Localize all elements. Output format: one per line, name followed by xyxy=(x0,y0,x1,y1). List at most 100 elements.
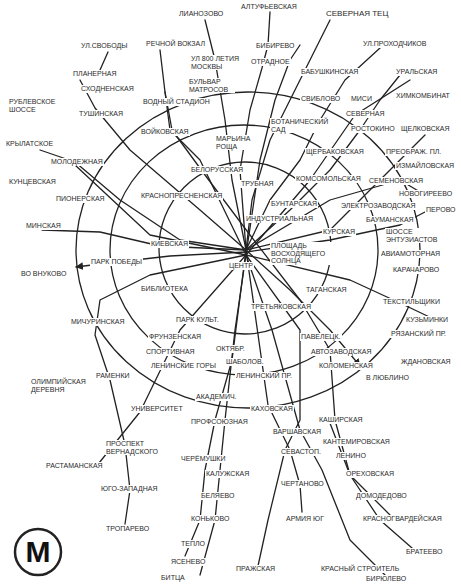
station-label: КИЕВСКАЯ xyxy=(150,240,189,248)
station-label: БИТЦА xyxy=(160,574,186,582)
station-label: ОРЕХОВСКАЯ xyxy=(345,470,395,478)
station-label: ПЛАНЕРНАЯ xyxy=(72,70,117,78)
station-label: РОСТОКИНО xyxy=(350,125,396,133)
station-label: МАРЬИНА РОЩА xyxy=(215,135,257,150)
station-label: ЦЕНТР xyxy=(228,262,254,270)
line xyxy=(95,255,246,524)
station-label: ПАРК КУЛЬТ. xyxy=(175,316,220,324)
station-label: ПИОНЕРСКАЯ xyxy=(55,195,106,203)
station-label: МИНСКАЯ xyxy=(25,222,62,230)
station-label: КУНЦЕВСКАЯ xyxy=(8,178,57,186)
station-label: ЯСЕНЕВО xyxy=(170,558,206,566)
station-label: ТРЕТЬЯКОВСКАЯ xyxy=(250,303,312,311)
station-label: КРАСНОГВАРДЕЙСКАЯ xyxy=(362,515,443,523)
station-label: ПЕРОВО xyxy=(425,206,457,214)
station-label: СЕВЕРНАЯ xyxy=(345,110,386,118)
line xyxy=(246,75,400,250)
station-label: СХОДНЕНСКАЯ xyxy=(80,85,135,93)
station-label: МИСИ xyxy=(350,95,373,103)
station-label: УНИВЕРСИТЕТ xyxy=(130,405,184,413)
line xyxy=(160,50,412,548)
station-label: СЕВАСТОП. xyxy=(280,448,322,456)
station-label: ЖДАНОВСКАЯ xyxy=(400,358,452,366)
station-label: МИЧУРИНСКАЯ xyxy=(70,318,126,326)
station-label: СЕВЕРНАЯ ТЕЦ xyxy=(325,10,389,19)
line xyxy=(246,48,380,250)
station-label: ПЛОЩАДЬ ВОСХОДЯЩЕГО СОЛНЦА xyxy=(270,242,347,265)
station-label: ШАБОЛОВ. xyxy=(225,358,265,366)
station-label: ОТРАДНОЕ xyxy=(250,58,291,66)
station-label: ВОДНЫЙ СТАДИОН xyxy=(142,98,211,106)
station-label: КОНЬКОВО xyxy=(190,515,230,523)
station-label: РЯЗАНСКИЙ ПР. xyxy=(390,330,447,338)
station-label: АРМИЯ ЮГ xyxy=(285,515,325,523)
station-label: ЛЕНИНО xyxy=(335,452,367,460)
station-label: КАЛУЖСКАЯ xyxy=(205,470,250,478)
station-label: ПАВЕЛЕЦК. xyxy=(300,333,342,341)
station-label: ВАРШАВСКАЯ xyxy=(272,428,322,436)
station-label: КРАСНОПРЕСНЕНСКАЯ xyxy=(140,192,223,200)
station-label: ОЛИМПИЙСКАЯ ДЕРЕВНЯ xyxy=(30,378,90,393)
station-label: АКАДЕМИЧ. xyxy=(195,393,238,401)
station-label: БЕЛЯЕВО xyxy=(200,492,235,500)
line xyxy=(40,135,425,250)
station-label: ПРЕОБРАЖ. ПЛ. xyxy=(385,148,442,156)
station-label: ДОМОДЕДОВО xyxy=(355,492,408,500)
station-label: ПАРК ПОБЕДЫ xyxy=(90,258,143,266)
station-label: КРАСНЫЙ СТРОИТЕЛЬ xyxy=(320,565,400,573)
station-label: РЕЧНОЙ ВОКЗАЛ xyxy=(145,40,206,48)
line xyxy=(328,418,395,520)
station-label: ПРОФСОЮЗНАЯ xyxy=(190,418,249,426)
station-label: БЕЛОРУССКАЯ xyxy=(190,166,244,174)
station-label: ШОССЕ ЭНТУЗИАСТОВ xyxy=(385,228,447,243)
station-label: БРАТЕЕВО xyxy=(405,548,443,556)
station-label: НОВОГИРЕЕВО xyxy=(398,190,453,198)
station-label: РАСТАМАНСКАЯ xyxy=(45,462,104,470)
line xyxy=(100,52,108,70)
station-label: КАХОВСКАЯ xyxy=(250,405,294,413)
station-label: ЭЛЕКТРОЗАВОДСКАЯ xyxy=(340,202,417,210)
station-label: БИБИРЕВО xyxy=(255,42,295,50)
station-label: УРАЛЬСКАЯ xyxy=(395,68,438,76)
station-label: ЛИАНОЗОВО xyxy=(178,10,224,18)
station-label: ТЕКСТИЛЬЩИКИ xyxy=(382,298,441,306)
station-label: СВИБЛОВО xyxy=(300,95,341,103)
station-label: ЛЕНИНСКИЕ ГОРЫ xyxy=(150,362,217,370)
station-label: БАУМАНСКАЯ xyxy=(365,216,415,224)
station-label: КУЗЬМИНКИ xyxy=(405,316,449,324)
station-label: ЩЕРБАКОВСКАЯ xyxy=(305,148,365,156)
line xyxy=(42,180,420,250)
station-label: ХИМКОМБИНАТ xyxy=(395,92,451,100)
station-label: ФРУНЗЕНСКАЯ xyxy=(148,333,202,341)
station-label: ИНДУСТРИАЛЬНАЯ xyxy=(245,215,314,223)
station-label: АЛТУФЬЕВСКАЯ xyxy=(240,3,298,11)
station-label: БИРЮЛЕВО xyxy=(365,575,407,583)
station-label: БУЛЬВАР МАТРОСОВ xyxy=(188,78,235,93)
station-label: БИБЛИОТЕКА xyxy=(140,285,189,293)
station-label: ПРОСПЕКТ ВЕРНАДСКОГО xyxy=(105,440,165,455)
station-label: КАШИРСКАЯ xyxy=(318,416,364,424)
station-label: ИЗМАЙЛОВСКАЯ xyxy=(395,162,455,170)
station-label: УЛ.ПРОХОДЧИКОВ xyxy=(362,40,427,48)
station-label: УЛ.СВОБОДЫ xyxy=(80,42,128,50)
station-label: ЧЕРЁМУШКИ xyxy=(180,455,226,463)
station-label: АВИАМОТОРНАЯ xyxy=(380,250,441,258)
station-label: СПОРТИВНАЯ xyxy=(145,348,196,356)
station-label: КАРАЧАРОВО xyxy=(392,266,440,274)
station-label: ЮГО-ЗАПАДНАЯ xyxy=(100,485,159,493)
logo-ring xyxy=(15,529,61,575)
station-label: УЛ 800 ЛЕТИЯ МОСКВЫ xyxy=(190,55,252,70)
station-label: ОКТЯБР. xyxy=(215,345,246,353)
station-label: ПРАЖСКАЯ xyxy=(235,565,276,573)
station-label: КАНТЕМИРОВСКАЯ xyxy=(322,438,391,446)
station-label: РАМЕНКИ xyxy=(95,372,131,380)
metro-logo: М xyxy=(18,532,58,572)
station-label: КУРСКАЯ xyxy=(322,228,356,236)
station-label: КРЫЛАТСКОЕ xyxy=(5,140,54,148)
station-label: ЛЕНИНСКИЙ ПР. xyxy=(235,372,293,380)
station-label: ТУШИНСКАЯ xyxy=(78,110,124,118)
station-label: ВО ВНУКОВО xyxy=(20,270,67,278)
station-label: ТРОПАРЕВО xyxy=(105,525,150,533)
